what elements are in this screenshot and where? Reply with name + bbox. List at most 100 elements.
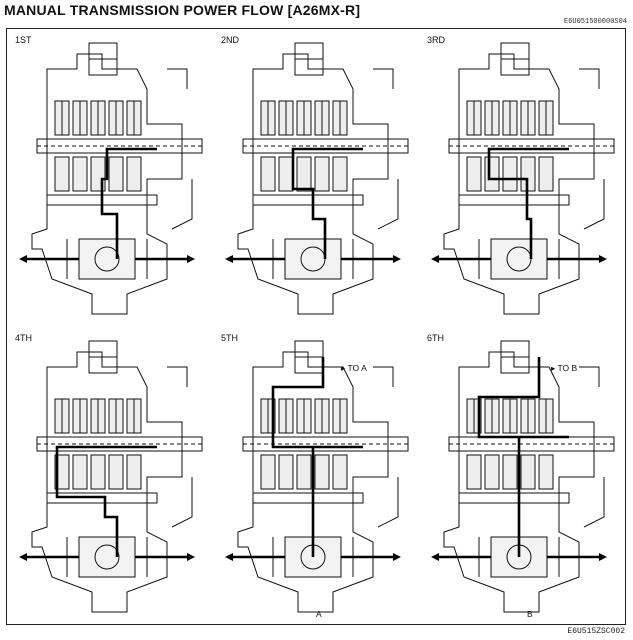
power-flow-path <box>477 357 569 557</box>
power-flow-path <box>100 147 157 259</box>
bell-housing <box>373 366 399 528</box>
arrow-right-icon: ▸ <box>551 363 556 373</box>
gear-lower <box>278 156 294 192</box>
panel-4th: 4TH <box>7 327 213 625</box>
gear-lower <box>332 156 348 192</box>
to-target: B <box>571 363 578 373</box>
power-flow-path <box>487 147 569 259</box>
page-title: MANUAL TRANSMISSION POWER FLOW [A26MX-R] <box>4 2 361 18</box>
figure-id: E6U515ZSC002 <box>567 627 625 636</box>
housing-outline <box>443 351 595 613</box>
gear-lower <box>278 454 294 490</box>
gear-lower <box>126 156 142 192</box>
gear-lower <box>108 156 124 192</box>
left-arrow-icon <box>431 255 439 263</box>
countershaft <box>252 194 364 206</box>
arrow-right-icon: ▸ <box>341 363 346 373</box>
document-id: E6U051500000S04 <box>563 18 627 26</box>
gear-lower <box>332 454 348 490</box>
gear-lower <box>484 454 500 490</box>
gear-lower <box>484 156 500 192</box>
gear-label-2nd: 2ND <box>221 35 240 45</box>
power-flow-path <box>271 357 363 557</box>
differential <box>284 238 342 280</box>
housing-outline <box>443 53 595 315</box>
right-arrow-icon <box>393 255 401 263</box>
to-b-callout: ▸ TO B <box>551 363 577 374</box>
left-arrow-icon <box>19 255 27 263</box>
transmission-diagram-3rd <box>431 42 615 315</box>
bell-housing <box>579 366 605 528</box>
gear-label-6th: 6TH <box>427 333 445 343</box>
differential <box>78 536 136 578</box>
power-flow-path <box>291 147 363 259</box>
gear-lower <box>90 454 106 490</box>
gear-lower <box>72 156 88 192</box>
transmission-diagram-1st <box>19 42 203 315</box>
to-text: TO <box>557 363 570 373</box>
housing-outline <box>237 53 389 315</box>
gear-lower <box>502 156 518 192</box>
countershaft <box>46 492 158 504</box>
gear-lower <box>126 454 142 490</box>
gear-lower <box>538 454 554 490</box>
diagram-frame: 1ST 2ND 3RD 4TH 5TH ▸ TO A A 6TH ▸ TO B … <box>6 28 626 625</box>
gear-label-5th: 5TH <box>221 333 239 343</box>
gear-lower <box>314 454 330 490</box>
gear-label-4th: 4TH <box>15 333 33 343</box>
right-arrow-icon <box>599 255 607 263</box>
countershaft <box>458 194 570 206</box>
differential-gear <box>94 544 120 570</box>
left-arrow-icon <box>19 553 27 561</box>
transmission-diagram-4th <box>19 340 203 613</box>
housing-outline <box>31 351 183 613</box>
right-arrow-icon <box>187 255 195 263</box>
panel-2nd: 2ND <box>213 29 419 327</box>
ref-label-b: B <box>527 609 533 619</box>
gear-lower <box>466 156 482 192</box>
panel-3rd: 3RD <box>419 29 625 327</box>
right-arrow-icon <box>393 553 401 561</box>
gear-lower <box>54 156 70 192</box>
to-target: A <box>361 363 367 373</box>
panel-6th: 6TH ▸ TO B B <box>419 327 625 625</box>
left-arrow-icon <box>225 255 233 263</box>
gear-lower <box>314 156 330 192</box>
gear-lower <box>502 454 518 490</box>
right-arrow-icon <box>187 553 195 561</box>
bell-housing <box>579 68 605 230</box>
transmission-diagram-5th <box>225 340 409 613</box>
differential <box>78 238 136 280</box>
housing-outline <box>237 351 389 613</box>
transmission-diagram-2nd <box>225 42 409 315</box>
gear-label-3rd: 3RD <box>427 35 446 45</box>
right-arrow-icon <box>599 553 607 561</box>
gear-lower <box>72 454 88 490</box>
gear-lower <box>260 454 276 490</box>
gear-label-1st: 1ST <box>15 35 32 45</box>
bell-housing <box>167 68 193 230</box>
gear-lower <box>466 454 482 490</box>
power-flow-path <box>55 445 157 557</box>
to-text: TO <box>347 363 360 373</box>
gear-lower <box>538 156 554 192</box>
bell-housing <box>167 366 193 528</box>
ref-label-a: A <box>316 609 322 619</box>
gear-lower <box>520 454 536 490</box>
transmission-diagram-6th <box>431 340 615 613</box>
left-arrow-icon <box>225 553 233 561</box>
panel-5th: 5TH ▸ TO A A <box>213 327 419 625</box>
left-arrow-icon <box>431 553 439 561</box>
differential-gear <box>94 246 120 272</box>
differential <box>490 238 548 280</box>
gear-lower <box>296 156 312 192</box>
countershaft <box>252 492 364 504</box>
housing-outline <box>31 53 183 315</box>
gear-lower <box>108 454 124 490</box>
countershaft <box>458 492 570 504</box>
panel-1st: 1ST <box>7 29 213 327</box>
bell-housing <box>373 68 399 230</box>
gear-lower <box>54 454 70 490</box>
gear-lower <box>260 156 276 192</box>
gear-lower <box>296 454 312 490</box>
